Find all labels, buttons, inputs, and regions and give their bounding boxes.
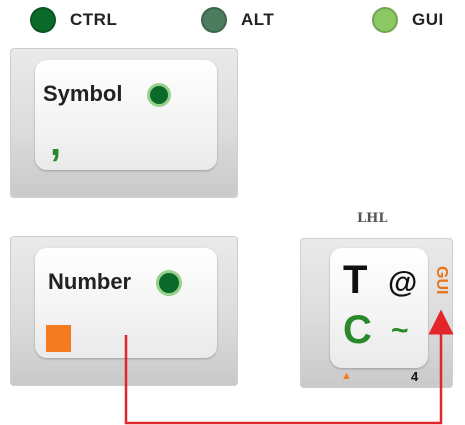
legend-gui-label: GUI: [412, 10, 444, 29]
lhl-key-cap: [330, 248, 428, 368]
number-key-label: Number: [48, 269, 132, 294]
alt-color-swatch: [201, 7, 227, 33]
lhl-bottom-right-glyph: ~: [391, 314, 409, 347]
symbol-key: Symbol ,: [10, 48, 238, 198]
ctrl-color-swatch: [30, 7, 56, 33]
lhl-key: T @ C ~ GUI ▲ 4: [300, 238, 453, 388]
orange-square-marker: [46, 325, 71, 352]
legend-gui: GUI: [372, 5, 444, 35]
lhl-top-right-glyph: @: [388, 266, 418, 299]
legend-ctrl-label: CTRL: [70, 10, 118, 29]
lhl-bottom-left-glyph: C: [343, 308, 372, 352]
legend-alt-label: ALT: [241, 10, 275, 29]
lhl-side-label: GUI: [433, 266, 450, 295]
up-triangle-icon: ▲: [341, 370, 352, 382]
legend-ctrl: CTRL: [30, 5, 117, 35]
gui-color-swatch: [372, 7, 398, 33]
lhl-title: LHL: [357, 211, 388, 226]
symbol-key-label: Symbol: [43, 81, 123, 106]
lhl-top-left-glyph: T: [343, 258, 368, 302]
ctrl-modifier-dot: [147, 83, 171, 107]
lhl-bottom-number: 4: [411, 369, 419, 384]
symbol-key-cap: [35, 60, 217, 170]
ctrl-modifier-dot: [156, 270, 182, 296]
symbol-key-glyph: ,: [50, 120, 62, 164]
legend-alt: ALT: [201, 5, 274, 35]
